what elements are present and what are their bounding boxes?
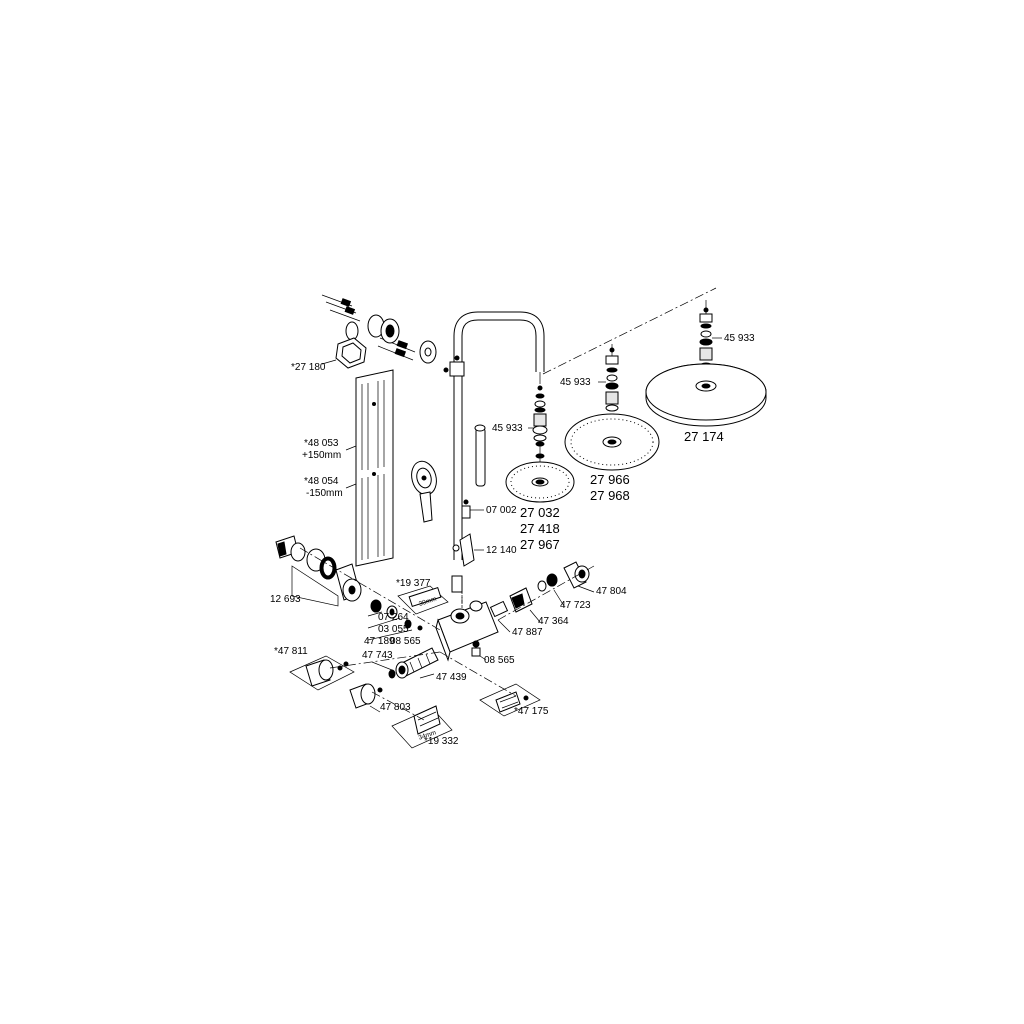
handle-47811: *47 811 [274, 646, 355, 691]
label-47189: 47 189 [364, 636, 395, 647]
label-07002: 07 002 [486, 505, 517, 516]
wall-bracket-group: *27 180 [291, 294, 437, 373]
wall-bracket-27180 [335, 337, 367, 369]
hand-shower [411, 424, 486, 523]
label-47804: 47 804 [596, 586, 627, 597]
label-08565-left: 08 565 [390, 636, 421, 647]
label-47364: 47 364 [538, 616, 569, 627]
left-inlet-set: 12 693 [270, 535, 362, 607]
head-shower-medium: 45 933 27 966 27 968 [560, 344, 660, 503]
screw-08565: 08 565 [471, 640, 515, 666]
label-45933-large: 45 933 [724, 333, 755, 344]
label-47811: *47 811 [274, 646, 308, 657]
label-27180: *27 180 [291, 362, 326, 373]
label-47439: 47 439 [436, 672, 467, 683]
slider-clamp [449, 361, 465, 377]
adapter-19377: 30mm *19 377 [396, 578, 449, 615]
label-48054: *48 054 [304, 476, 339, 487]
head-shower-small: 45 933 27 032 27 418 27 967 [492, 372, 575, 552]
adapter-19332: 34mm *19 332 [391, 705, 459, 749]
label-47743: 47 743 [362, 650, 393, 661]
extension-rails: *48 053 +150mm *48 054 -150mm [302, 369, 394, 567]
riser-pipe [443, 311, 545, 593]
label-48053-length: +150mm [302, 450, 341, 461]
label-27966: 27 966 [590, 472, 630, 487]
label-47723: 47 723 [560, 600, 591, 611]
thermostat-body [435, 580, 499, 662]
label-19332: *19 332 [424, 736, 459, 747]
label-03055: 03 055 [378, 624, 409, 635]
label-27418: 27 418 [520, 521, 560, 536]
holder-12140 [459, 533, 475, 567]
left-cartridge: 47 439 47 743 [362, 647, 467, 683]
label-12693: 12 693 [270, 594, 301, 605]
head-shower-large: 45 933 27 174 [645, 300, 767, 444]
label-08565-right: 08 565 [484, 655, 515, 666]
label-12140: 12 140 [486, 545, 517, 556]
right-cartridge-set: 47 804 47 723 47 364 47 887 [489, 561, 627, 638]
label-27174: 27 174 [684, 429, 724, 444]
rail-panel [355, 369, 394, 567]
cartridge-47175: *47 175 [479, 683, 549, 717]
label-27032: 27 032 [520, 505, 560, 520]
label-47887: 47 887 [512, 627, 543, 638]
label-48053: *48 053 [304, 438, 339, 449]
label-47803: 47 803 [380, 702, 411, 713]
stick-hand-shower [475, 427, 486, 487]
handle-47803: 47 803 [349, 683, 411, 713]
shower-holder: 07 002 12 140 [452, 499, 517, 567]
label-27968: 27 968 [590, 488, 630, 503]
check-valve-parts: 07 264 03 055 08 565 47 189 [364, 599, 423, 647]
label-07264: 07 264 [378, 612, 409, 623]
screw-set [321, 294, 416, 361]
label-48054-length: -150mm [306, 488, 343, 499]
label-47175: *47 175 [514, 706, 549, 717]
label-45933-medium: 45 933 [560, 377, 591, 388]
assembly-axes [299, 547, 595, 721]
label-27967: 27 967 [520, 537, 560, 552]
wall-plug [345, 321, 359, 341]
label-19377: *19 377 [396, 578, 431, 589]
label-45933-small: 45 933 [492, 423, 523, 434]
